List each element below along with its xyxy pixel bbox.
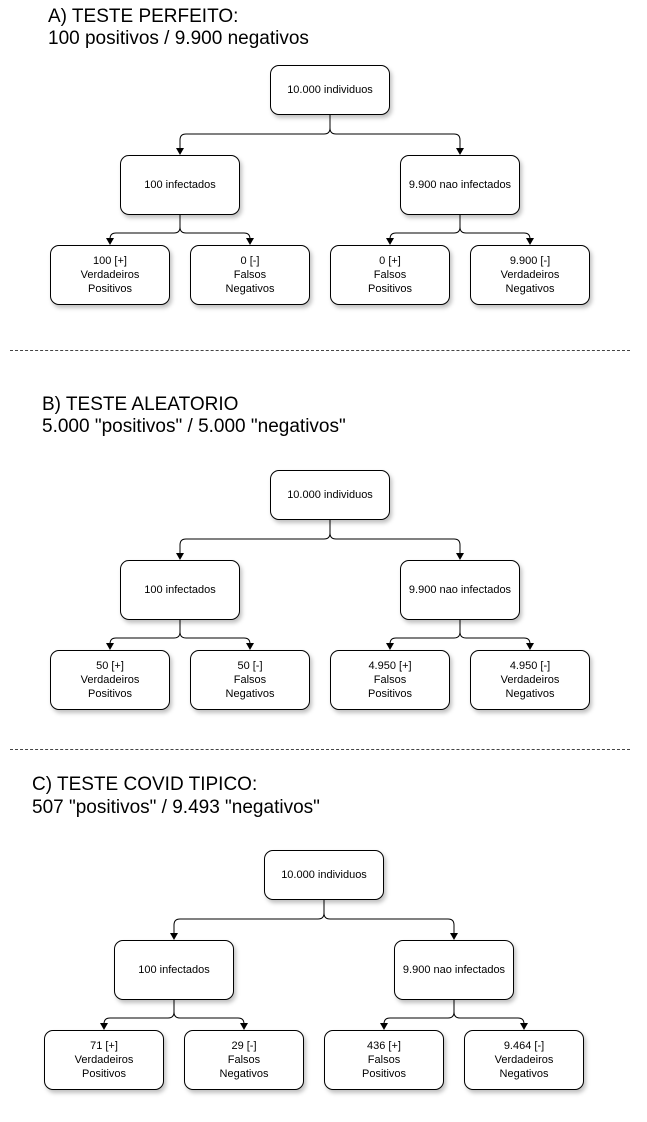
c-root-arrow-right — [450, 933, 458, 940]
b-infected-arrow-left — [106, 643, 114, 650]
section-c-root-node: 10.000 individuos — [264, 850, 384, 900]
b-root-arrow-left — [176, 553, 184, 560]
a-infected-connector-left — [109, 215, 181, 244]
section-divider — [10, 350, 630, 351]
a-root-arrow-right — [456, 148, 464, 155]
b-not-infected-connector-right — [459, 631, 531, 649]
a-root-arrow-left — [176, 148, 184, 155]
section-c-subtitle: 507 "positivos" / 9.493 "negativos" — [32, 797, 320, 818]
section-b-root-node: 10.000 individuos — [270, 470, 390, 520]
c-root-connector-left — [173, 900, 325, 939]
c-not-infected-connector-left — [383, 1000, 455, 1029]
a-infected-arrow-left — [106, 238, 114, 245]
section-c-infected-node: 100 infectados — [114, 940, 234, 1000]
a-not-infected-connector-left — [389, 215, 461, 244]
b-not-infected-connector-left — [389, 620, 461, 649]
b-root-connector-left — [179, 520, 331, 559]
c-infected-connector-left — [103, 1000, 175, 1029]
section-a-root-node: 10.000 individuos — [270, 65, 390, 115]
a-root-connector-left — [179, 115, 331, 154]
b-infected-arrow-right — [246, 643, 254, 650]
c-root-arrow-left — [170, 933, 178, 940]
c-not-infected-connector-right — [453, 1011, 525, 1029]
section-divider — [10, 749, 630, 750]
b-infected-connector-right — [179, 631, 251, 649]
b-infected-connector-left — [109, 620, 181, 649]
a-not-infected-arrow-right — [526, 238, 534, 245]
c-infected-arrow-left — [100, 1023, 108, 1030]
a-infected-arrow-right — [246, 238, 254, 245]
a-infected-connector-right — [179, 226, 251, 244]
c-infected-connector-right — [173, 1011, 245, 1029]
b-not-infected-arrow-left — [386, 643, 394, 650]
section-c-not-infected-node: 9.900 nao infectados — [394, 940, 514, 1000]
section-b-title: B) TESTE ALEATORIO — [42, 394, 239, 415]
section-a-not-infected-node: 9.900 nao infectados — [400, 155, 520, 215]
section-c-title: C) TESTE COVID TIPICO: — [32, 774, 258, 795]
section-b-subtitle: 5.000 "positivos" / 5.000 "negativos" — [42, 416, 346, 437]
b-root-connector-right — [329, 532, 461, 559]
section-a-title: A) TESTE PERFEITO: — [48, 6, 239, 27]
a-root-connector-right — [329, 127, 461, 154]
c-not-infected-arrow-right — [520, 1023, 528, 1030]
section-b-not-infected-node: 9.900 nao infectados — [400, 560, 520, 620]
c-infected-arrow-right — [240, 1023, 248, 1030]
a-not-infected-connector-right — [459, 226, 531, 244]
b-root-arrow-right — [456, 553, 464, 560]
section-a-infected-node: 100 infectados — [120, 155, 240, 215]
c-not-infected-arrow-left — [380, 1023, 388, 1030]
a-not-infected-arrow-left — [386, 238, 394, 245]
section-b-infected-node: 100 infectados — [120, 560, 240, 620]
c-root-connector-right — [323, 912, 455, 939]
section-a-subtitle: 100 positivos / 9.900 negativos — [48, 28, 309, 49]
b-not-infected-arrow-right — [526, 643, 534, 650]
